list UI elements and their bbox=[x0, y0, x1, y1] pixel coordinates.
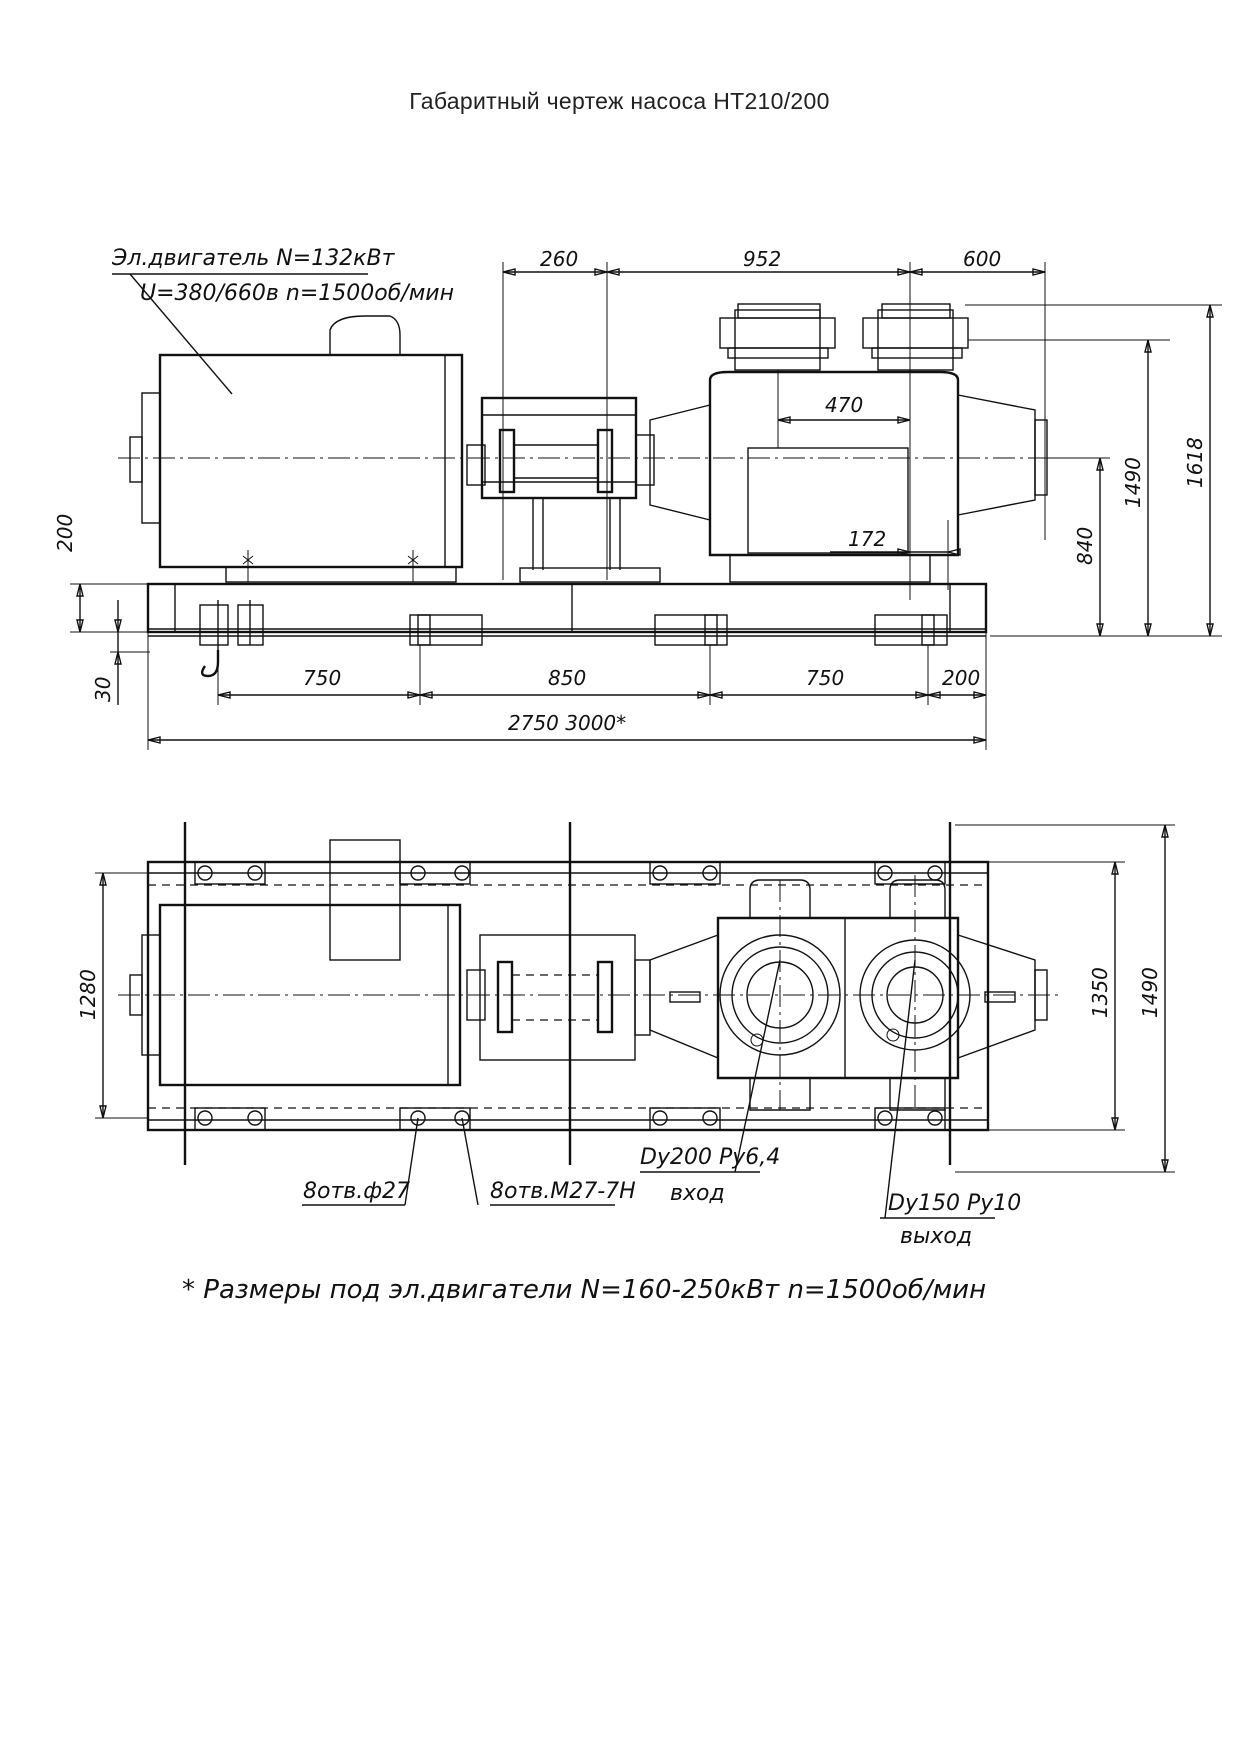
dim-200-right: 200 bbox=[942, 666, 980, 690]
holes-callout-27: 8отв.ф27 bbox=[303, 1179, 410, 1204]
side-view: Эл.двигатель N=132кВт U=380/660в n=1500о… bbox=[53, 246, 1222, 750]
dim-1618: 1618 bbox=[1183, 437, 1207, 488]
dim-470: 470 bbox=[825, 393, 863, 417]
dim-1350: 1350 bbox=[1088, 967, 1112, 1018]
top-view: 1350 1490 1280 8отв.ф27 8отв.М27-7Н Dy20… bbox=[76, 822, 1175, 1249]
coupling-guard-top bbox=[466, 934, 651, 1061]
dim-952: 952 bbox=[743, 247, 781, 271]
top-right-dimensions: 1350 1490 bbox=[955, 824, 1175, 1173]
dim-850: 850 bbox=[548, 666, 586, 690]
bottom-dimensions: 750 850 750 200 2750 3000* bbox=[147, 632, 987, 750]
dim-260: 260 bbox=[540, 247, 578, 271]
dim-172: 172 bbox=[848, 527, 886, 551]
motor-label-line1: Эл.двигатель N=132кВт bbox=[111, 246, 396, 271]
inlet-label-line1: Dy200 Py6,4 bbox=[640, 1145, 780, 1170]
top-left-dimensions: 1280 bbox=[76, 872, 148, 1119]
motor-top bbox=[129, 839, 462, 1087]
outlet-label-line1: Dy150 Py10 bbox=[888, 1191, 1021, 1216]
inlet-label-line2: вход bbox=[670, 1181, 725, 1206]
dim-1490-top: 1490 bbox=[1138, 967, 1162, 1018]
outlet-label-line2: выход bbox=[900, 1224, 972, 1249]
dim-1280: 1280 bbox=[76, 969, 100, 1020]
baseframe-side bbox=[146, 582, 988, 678]
dim-30: 30 bbox=[91, 677, 115, 702]
drawing-title: Габаритный чертеж насоса НТ210/200 bbox=[409, 88, 830, 114]
motor-side bbox=[129, 315, 464, 583]
callouts: 8отв.ф27 8отв.М27-7Н Dy200 Py6,4 вход Dy… bbox=[302, 959, 1021, 1249]
coupling-guard-side bbox=[466, 396, 661, 583]
dim-840: 840 bbox=[1073, 527, 1097, 565]
dim-1490-side: 1490 bbox=[1121, 457, 1145, 508]
dim-200-left: 200 bbox=[53, 514, 77, 552]
pump-side bbox=[649, 303, 1048, 583]
dim-750-b: 750 bbox=[806, 666, 844, 690]
motor-label-line2: U=380/660в n=1500об/мин bbox=[140, 281, 454, 306]
dim-600: 600 bbox=[963, 247, 1001, 271]
baseframe-top bbox=[146, 860, 990, 1132]
top-dimensions: 260 952 600 470 172 bbox=[502, 247, 1046, 600]
dim-750-a: 750 bbox=[303, 666, 341, 690]
right-dimensions: 840 1490 1618 bbox=[965, 304, 1222, 637]
holes-callout-m27: 8отв.М27-7Н bbox=[490, 1179, 636, 1204]
dim-overall: 2750 3000* bbox=[508, 711, 626, 735]
footnote: * Размеры под эл.двигатели N=160-250кВт … bbox=[182, 1275, 986, 1305]
left-dimensions: 200 30 bbox=[53, 514, 150, 705]
